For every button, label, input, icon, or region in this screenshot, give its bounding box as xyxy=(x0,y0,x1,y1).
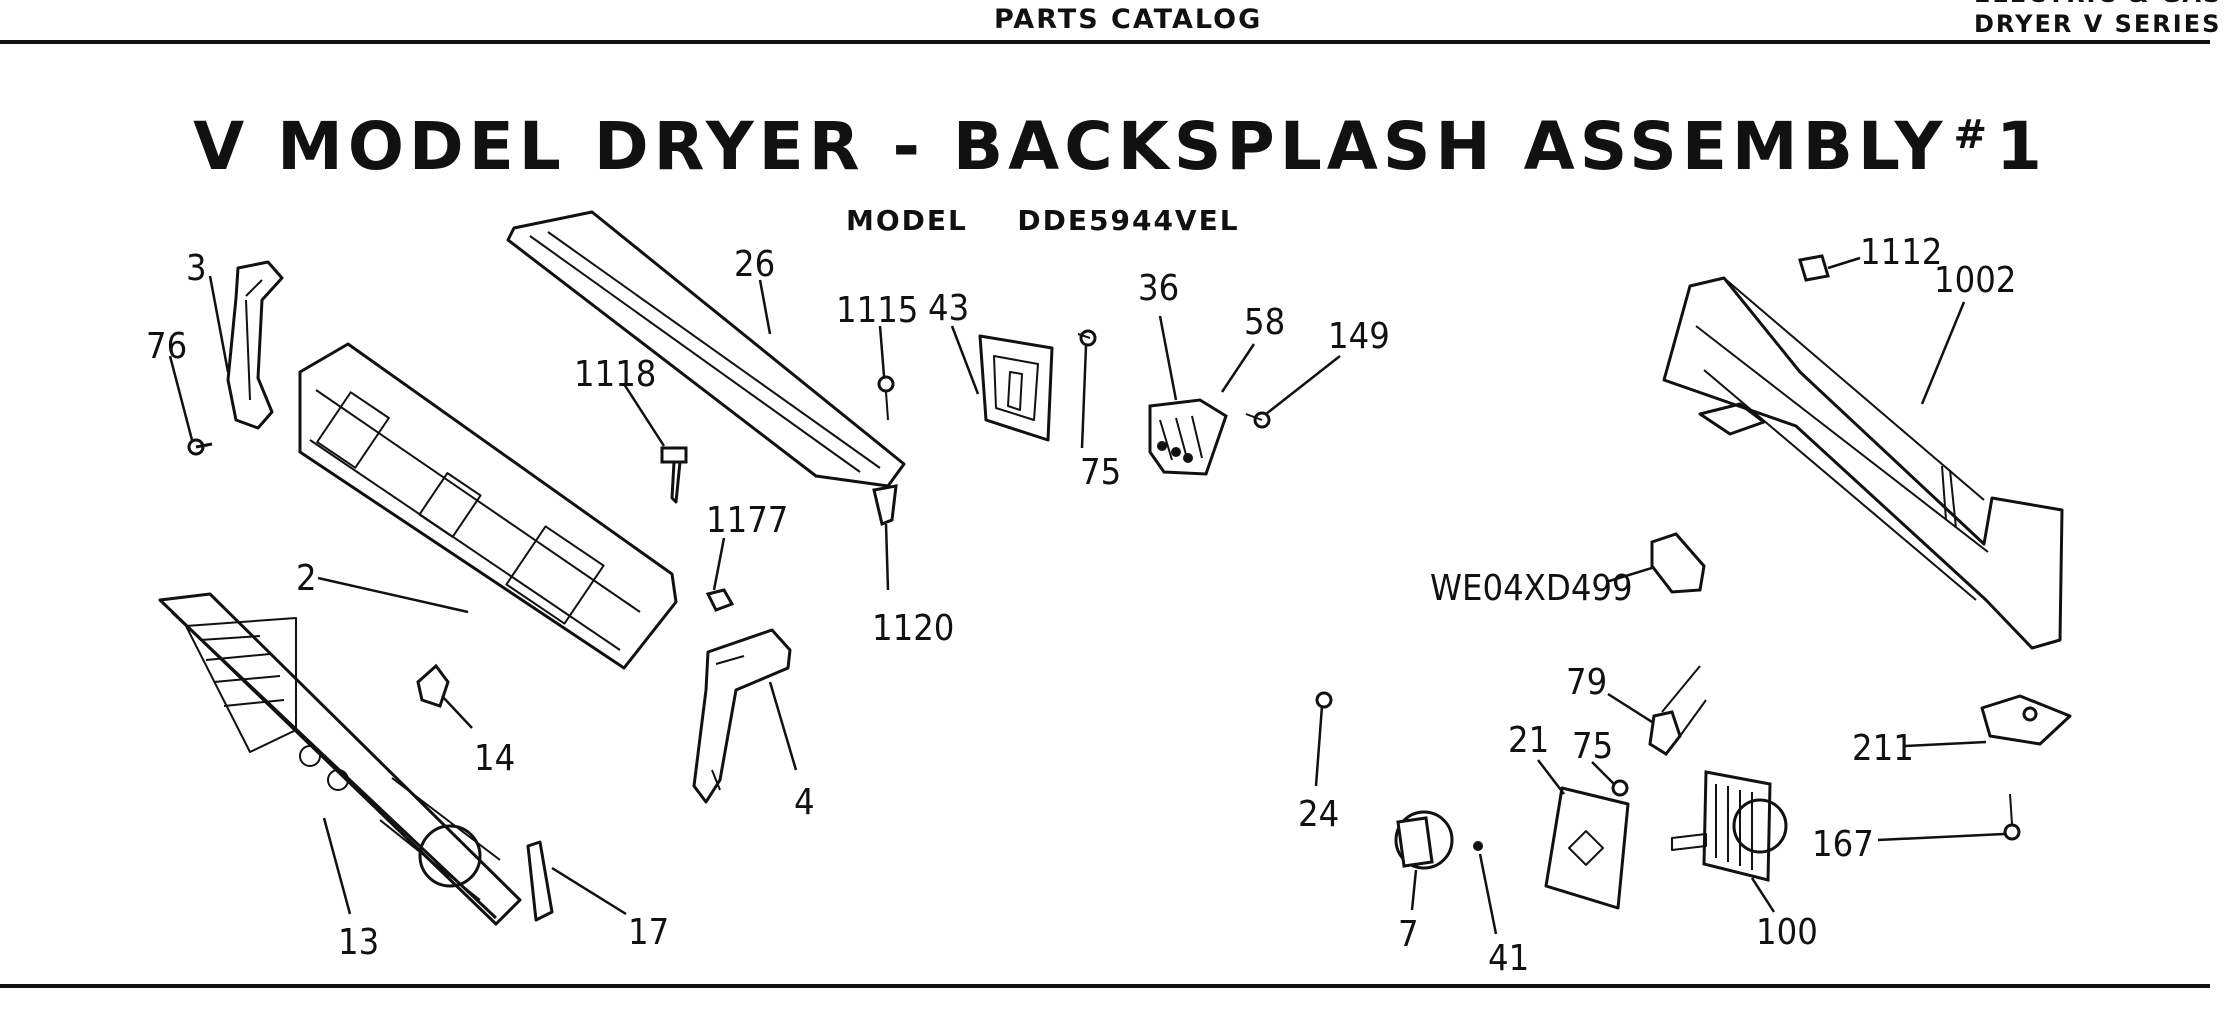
callout-1118: 1118 xyxy=(574,354,656,395)
part-17-end-cap xyxy=(526,840,554,922)
part-1115-screw xyxy=(877,375,895,421)
callout-41: 41 xyxy=(1488,938,1529,979)
callout-75-lower: 75 xyxy=(1572,726,1613,767)
part-14-clip xyxy=(416,663,450,708)
callout-149: 149 xyxy=(1328,316,1390,357)
callout-we04xd499: WE04XD499 xyxy=(1430,568,1633,609)
part-3-left-bracket xyxy=(226,260,284,430)
part-75-screw-lower xyxy=(1611,779,1629,797)
part-76-screw xyxy=(187,438,213,456)
part-1002-backsplash-shell xyxy=(1662,276,2064,650)
part-41-screw xyxy=(1473,841,1483,851)
part-24-screw xyxy=(1315,691,1333,709)
callout-167: 167 xyxy=(1812,824,1874,865)
part-4-right-bracket xyxy=(692,628,792,804)
callout-2: 2 xyxy=(296,558,317,599)
callout-7: 7 xyxy=(1398,914,1419,955)
page-title-number: 1 xyxy=(1995,108,2047,185)
part-79-clip xyxy=(1648,665,1707,756)
callout-13: 13 xyxy=(338,922,379,963)
part-211-bracket xyxy=(1980,694,2072,746)
model-number: DDE5944VEL xyxy=(1017,204,1240,237)
part-1177-clip xyxy=(705,588,735,612)
part-21-mount-plate xyxy=(1544,786,1630,910)
part-26-top-trim xyxy=(506,210,906,488)
header-series-line2: DRYER V SERIES xyxy=(1974,10,2222,38)
page-title-text: V MODEL DRYER - BACKSPLASH ASSEMBLY xyxy=(193,108,1948,185)
callout-17: 17 xyxy=(628,912,669,953)
model-line: MODEL DDE5944VEL xyxy=(846,204,1240,237)
callout-1120: 1120 xyxy=(872,608,954,649)
part-36-switch-block xyxy=(1148,398,1228,476)
callout-58: 58 xyxy=(1244,302,1285,343)
callout-76: 76 xyxy=(146,326,187,367)
part-43-plate xyxy=(978,334,1054,442)
model-label: MODEL xyxy=(846,204,968,237)
callout-14: 14 xyxy=(474,738,515,779)
callout-43: 43 xyxy=(928,288,969,329)
part-2-backsplash-frame xyxy=(298,342,678,670)
leader-lines xyxy=(168,256,2005,935)
callout-24: 24 xyxy=(1298,794,1339,835)
callout-21: 21 xyxy=(1508,720,1549,761)
part-167-screw xyxy=(2003,793,2021,841)
header-series-line1: ELECTRIC & GAS xyxy=(1974,0,2222,8)
callout-100: 100 xyxy=(1756,912,1818,953)
callout-3: 3 xyxy=(186,248,207,289)
callout-1115: 1115 xyxy=(836,290,918,331)
header-rule xyxy=(0,40,2210,44)
callout-1112: 1112 xyxy=(1860,232,1942,273)
part-1120-clip xyxy=(872,484,898,527)
part-we04xd499-block xyxy=(1650,532,1706,594)
part-13-control-panel xyxy=(158,592,522,926)
part-7-knob xyxy=(1394,810,1454,870)
part-75-screw-upper xyxy=(1077,329,1097,347)
footer-rule xyxy=(0,984,2210,988)
header-catalog-title: PARTS CATALOG xyxy=(994,4,1263,35)
part-149-screw xyxy=(1245,411,1271,429)
part-1112-clip xyxy=(1798,254,1830,282)
callout-75-upper: 75 xyxy=(1080,452,1121,493)
callout-26: 26 xyxy=(734,244,775,285)
page-title: V MODEL DRYER - BACKSPLASH ASSEMBLY#1 xyxy=(0,108,2240,185)
callout-211: 211 xyxy=(1852,728,1914,769)
page-title-hash: # xyxy=(1953,112,1992,158)
callout-1002: 1002 xyxy=(1934,260,2016,301)
part-100-timer xyxy=(1671,770,1788,882)
part-1118-screw xyxy=(660,446,688,504)
callout-79: 79 xyxy=(1566,662,1607,703)
callout-4: 4 xyxy=(794,782,815,823)
callout-36: 36 xyxy=(1138,268,1179,309)
callout-1177: 1177 xyxy=(706,500,788,541)
